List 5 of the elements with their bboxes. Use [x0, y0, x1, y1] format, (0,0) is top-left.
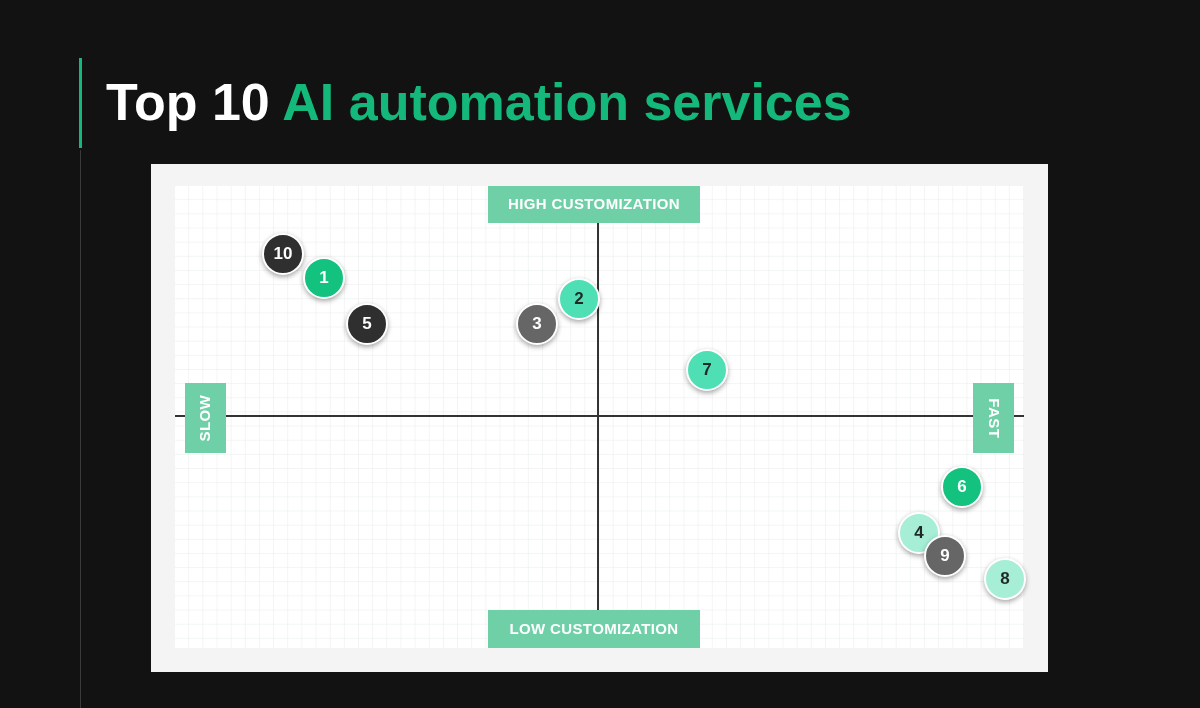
axis-label-box: SLOW	[185, 383, 226, 453]
axis-label-box: LOW CUSTOMIZATION	[488, 610, 700, 648]
axis-label-box: FAST	[973, 383, 1014, 453]
title: Top 10 AI automation services	[106, 72, 852, 133]
axis-label-box: HIGH CUSTOMIZATION	[488, 186, 700, 223]
